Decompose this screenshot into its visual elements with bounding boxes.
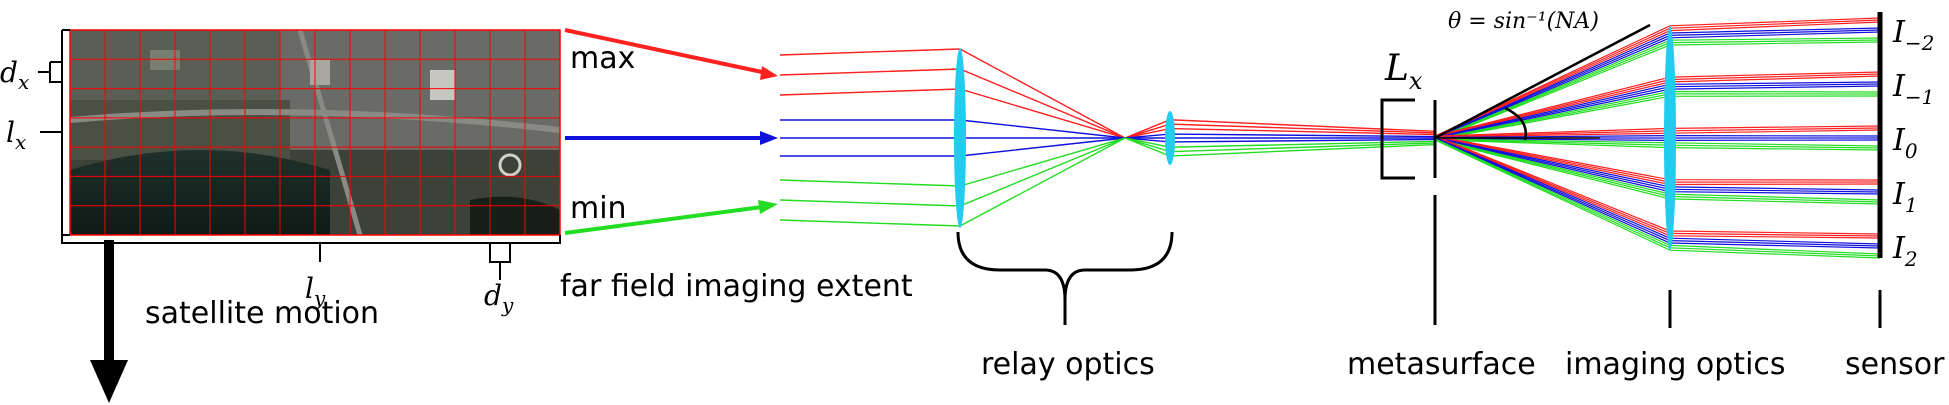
sensor-label: sensor bbox=[1845, 347, 1945, 382]
order-label: I1 bbox=[1892, 177, 1918, 217]
relay-lens-1 bbox=[954, 48, 966, 228]
satellite-frame bbox=[69, 29, 561, 236]
order-label: I2 bbox=[1892, 231, 1918, 271]
theta-formula: θ = sin⁻¹(NA) bbox=[1448, 9, 1599, 34]
ray bbox=[1434, 135, 1881, 183]
ray bbox=[1434, 139, 1881, 259]
max-label: max bbox=[570, 41, 635, 76]
theta-arc bbox=[1504, 106, 1528, 141]
min-label: min bbox=[570, 191, 627, 226]
ray bbox=[1434, 17, 1881, 137]
ray bbox=[779, 137, 1436, 227]
metasurface-label: metasurface bbox=[1347, 347, 1536, 382]
ly-label: ly bbox=[305, 272, 326, 310]
ray bbox=[779, 48, 1436, 139]
Lx-label: Lx bbox=[1384, 48, 1423, 95]
order-label: I0 bbox=[1892, 123, 1918, 163]
relay-lens-2 bbox=[1165, 111, 1175, 165]
sampling-grid bbox=[70, 30, 560, 235]
imaging-lens bbox=[1664, 26, 1676, 250]
na-ray bbox=[1434, 23, 1651, 140]
dimension-brackets bbox=[38, 29, 561, 280]
lx-label: lx bbox=[6, 116, 26, 154]
imaging-optics-label: imaging optics bbox=[1565, 347, 1786, 382]
ray-bundles bbox=[779, 17, 1881, 259]
satellite-motion-label: satellite motion bbox=[145, 296, 379, 331]
far-field-label: far field imaging extent bbox=[560, 269, 913, 304]
field-arrows bbox=[564, 28, 778, 235]
relay-optics-label: relay optics bbox=[981, 347, 1155, 382]
dy-label: dy bbox=[484, 279, 514, 317]
satellite-motion-arrow bbox=[90, 240, 128, 403]
lx-bracket bbox=[1380, 98, 1415, 180]
dx-label: dx bbox=[0, 56, 29, 94]
ray bbox=[1434, 93, 1881, 141]
order-label: I−1 bbox=[1892, 69, 1934, 109]
order-label: I−2 bbox=[1892, 15, 1934, 55]
